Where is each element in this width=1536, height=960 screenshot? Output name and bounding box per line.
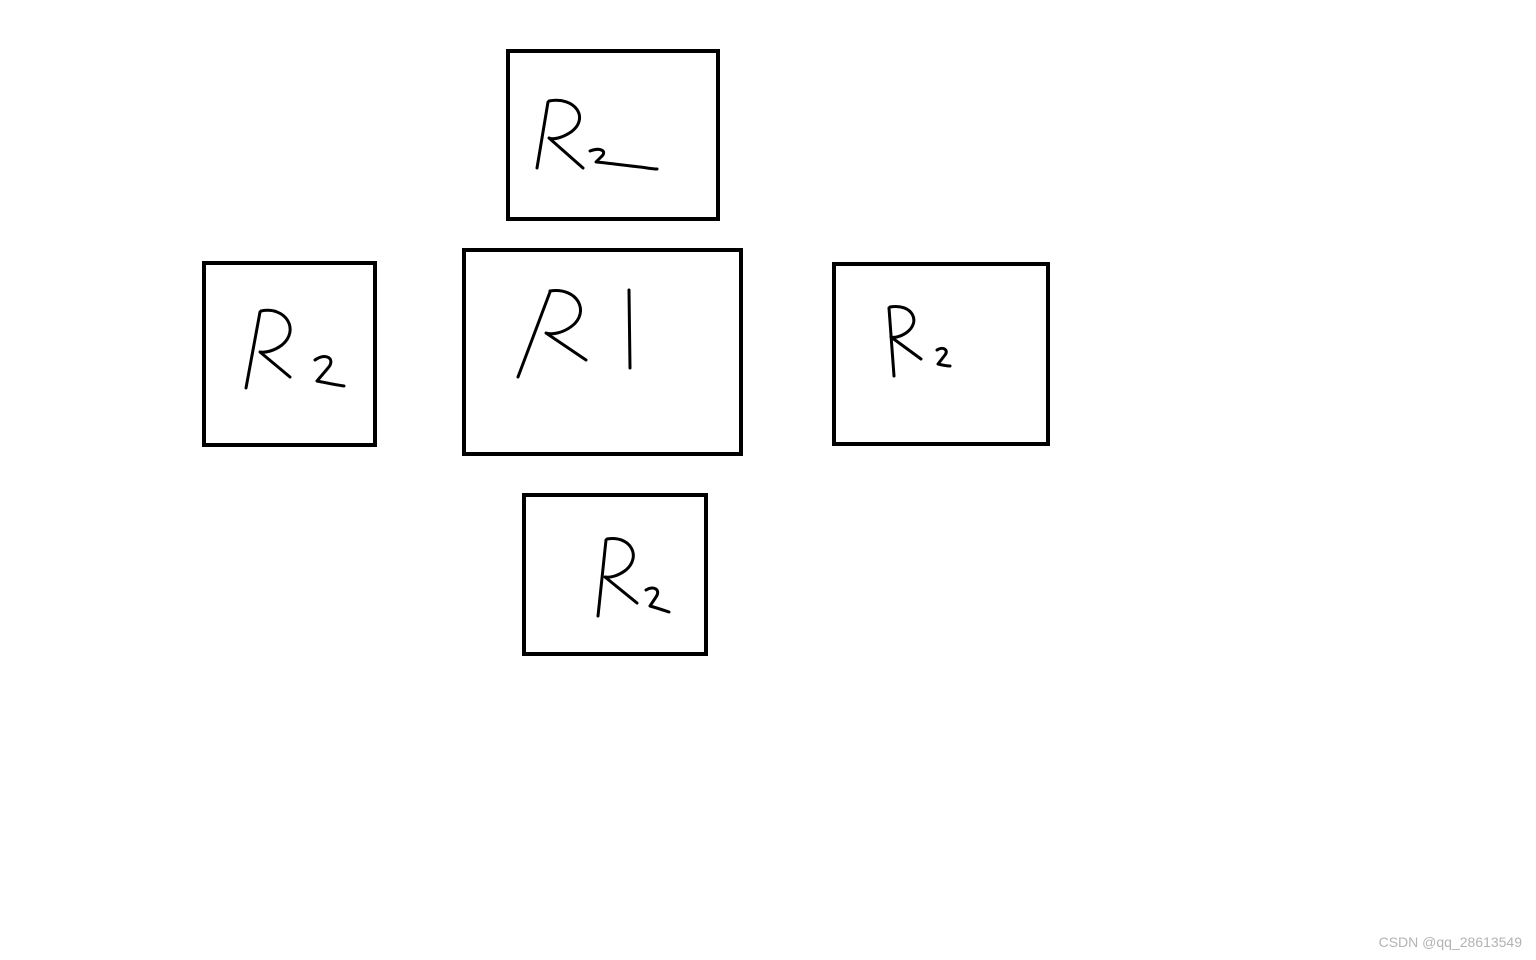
label-r1-center: R1 — [516, 288, 632, 379]
box-r1-center: R1 — [462, 248, 743, 456]
label-r2-right: R2 — [887, 305, 952, 378]
label-r2-bottom: R2 — [596, 537, 671, 618]
watermark-text: CSDN @qq_28613549 — [1378, 934, 1522, 950]
box-r2-left: R2 — [202, 261, 377, 447]
box-r2-bottom: R2 — [522, 493, 708, 656]
label-r2-left: R2 — [244, 308, 346, 390]
label-r2-top: R2 — [535, 98, 659, 171]
box-r2-top: R2 — [506, 49, 720, 221]
box-r2-right: R2 — [832, 262, 1050, 446]
